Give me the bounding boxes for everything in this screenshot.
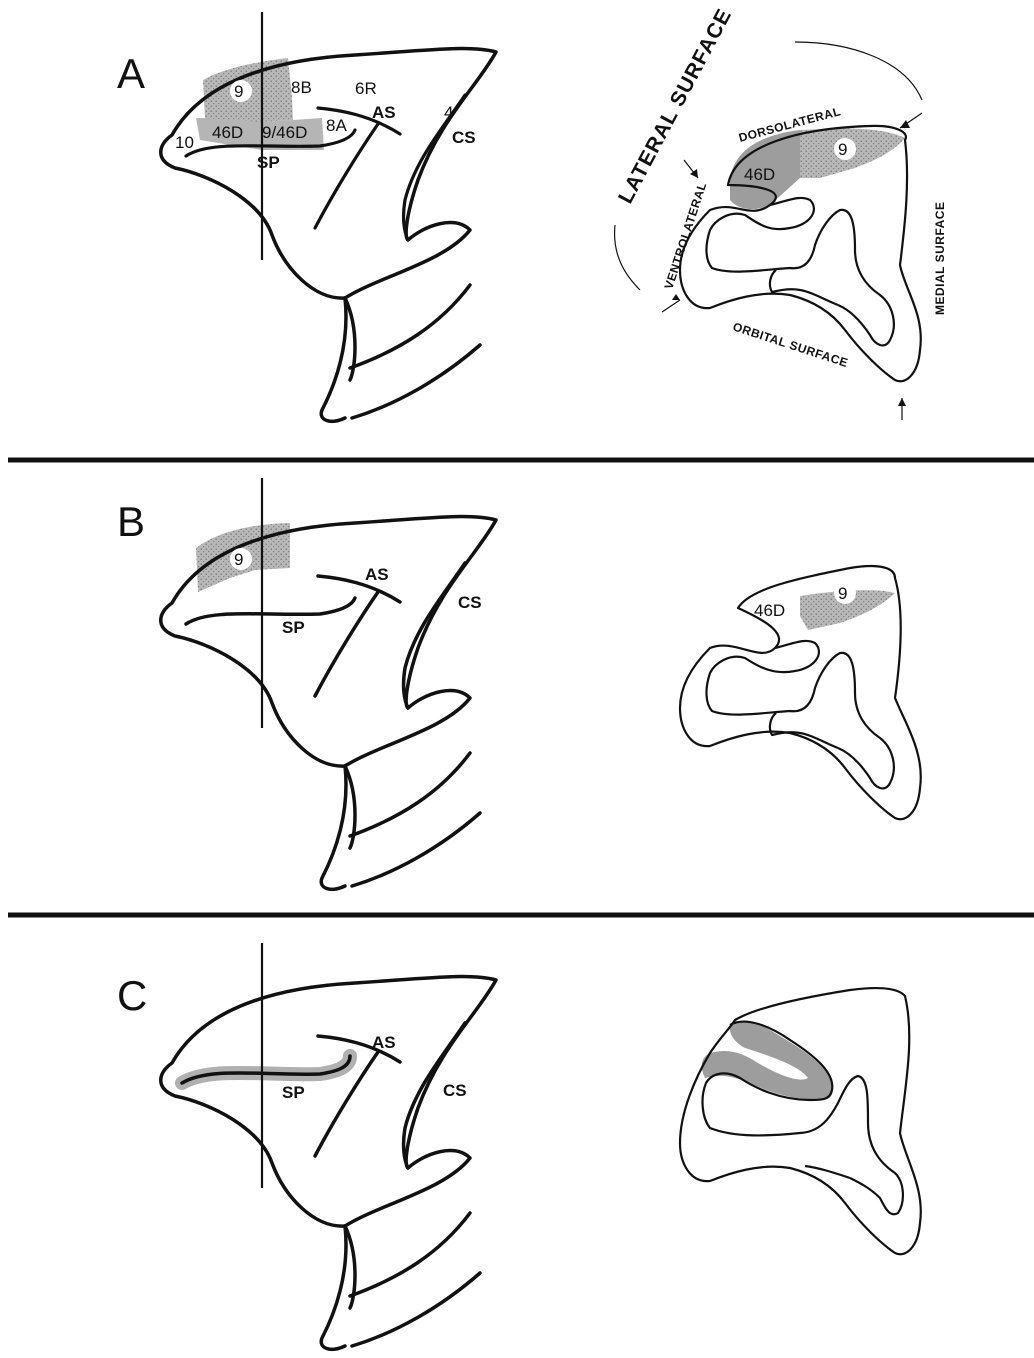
panel-a: A 9 8B 6R AS 4 CS 10 46D 9/4 xyxy=(117,5,947,422)
panel-letter: A xyxy=(117,50,145,97)
principal-sulcus-halo xyxy=(182,1056,350,1083)
arrow-ventrolateral-bottom xyxy=(662,300,680,312)
label-area-9: 9 xyxy=(234,82,243,101)
label-area-9-46d: 9/46D xyxy=(262,123,307,142)
arc-lateral-surface xyxy=(795,42,922,100)
arrowhead-icon xyxy=(898,398,906,406)
label-area-9: 9 xyxy=(234,550,243,569)
label-sulcus-cs: CS xyxy=(452,128,476,147)
label-orbital-surface: ORBITAL SURFACE xyxy=(731,320,850,371)
label-area-4: 4 xyxy=(444,103,453,122)
panel-b: B 9 AS CS SP 46D 9 xyxy=(117,478,921,889)
coronal-label-46d: 46D xyxy=(754,601,785,620)
arrowhead-icon xyxy=(690,169,698,178)
label-sulcus-sp: SP xyxy=(282,618,305,637)
coronal-label-9: 9 xyxy=(838,584,847,603)
label-ventrolateral: VENTROLATERAL xyxy=(662,180,710,290)
coronal-label-9: 9 xyxy=(838,140,847,159)
coronal-section-a: 46D 9 LATERAL SURFACE DORSOLATERAL VENTR… xyxy=(614,5,947,420)
label-sulcus-sp: SP xyxy=(257,153,280,172)
label-area-8b: 8B xyxy=(291,78,312,97)
arrowhead-icon xyxy=(672,294,680,300)
coronal-section-b: 46D 9 xyxy=(680,566,921,819)
label-sulcus-as: AS xyxy=(365,565,389,584)
panel-letter: B xyxy=(117,498,145,545)
label-medial-surface: MEDIAL SURFACE xyxy=(933,202,947,315)
label-area-10: 10 xyxy=(175,133,194,152)
label-area-46d: 46D xyxy=(212,123,243,142)
central-sulcus xyxy=(404,95,465,240)
label-sulcus-cs: CS xyxy=(458,593,482,612)
label-sulcus-sp: SP xyxy=(282,1083,305,1102)
arc-ventrolateral xyxy=(615,225,640,290)
coronal-section-c xyxy=(680,988,921,1254)
label-sulcus-as: AS xyxy=(372,1033,396,1052)
arrowhead-icon xyxy=(900,120,910,128)
coronal-label-46d: 46D xyxy=(744,165,775,184)
label-area-8a: 8A xyxy=(326,116,347,135)
label-lateral-surface-1: LATERAL SURFACE xyxy=(614,5,736,208)
coronal-shade-sulcus-wall xyxy=(702,1022,833,1100)
label-sulcus-cs: CS xyxy=(443,1081,467,1100)
label-sulcus-as: AS xyxy=(372,103,396,122)
panel-letter: C xyxy=(117,972,147,1019)
label-area-6r: 6R xyxy=(355,79,377,98)
panel-c: C AS CS SP xyxy=(117,943,921,1349)
